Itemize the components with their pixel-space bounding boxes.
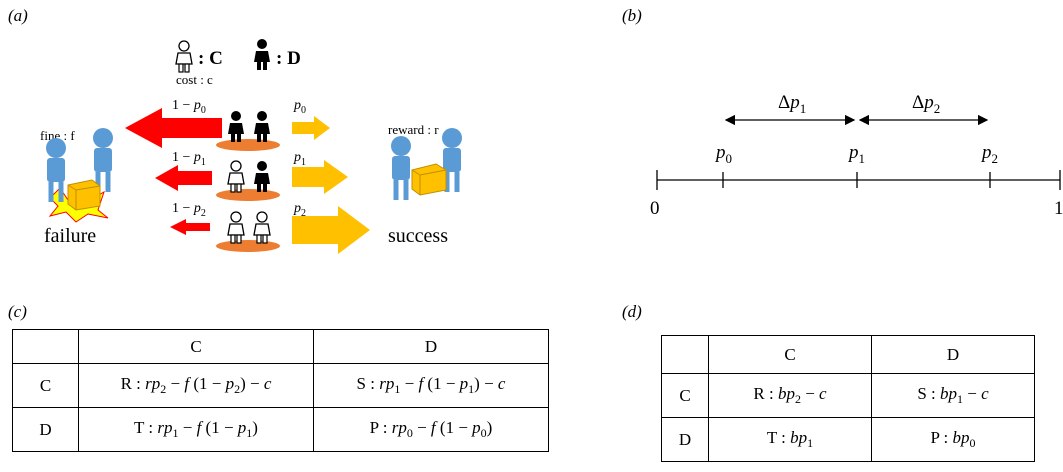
success-prob-2: p2 — [293, 201, 306, 219]
table-c-row-label-d: D — [12, 407, 79, 452]
tick-label-p1: p1 — [847, 142, 865, 166]
success-label: success — [388, 225, 448, 247]
failure-group-icon — [46, 128, 113, 223]
group-cc-icon — [216, 211, 280, 252]
panel-label-c: (c) — [8, 302, 27, 321]
table-d-cell-s: S : bp1 − c — [871, 373, 1035, 418]
table-c-row-label-c: C — [12, 363, 79, 408]
table-d-cell-p: P : bp0 — [871, 417, 1035, 462]
panel-a-diagram: : C : D cost : c fine : f failure 1 − p0… — [40, 39, 600, 254]
table-d-cell-r: R : bp2 − c — [708, 373, 872, 418]
panel-label-b: (b) — [622, 6, 642, 25]
legend-defector-icon — [254, 39, 270, 70]
table-d-header-d: D — [871, 335, 1035, 374]
panel-label-a: (a) — [8, 6, 28, 25]
legend-cooperator-icon — [175, 40, 193, 73]
legend-c-label: : C — [198, 48, 223, 69]
table-c-cell-r: R : rp2 − f (1 − p2) − c — [78, 363, 314, 408]
tick-label-p2: p2 — [980, 142, 998, 166]
table-c-cell-t: T : rp1 − f (1 − p1) — [78, 407, 314, 452]
panel-label-d: (d) — [622, 302, 642, 321]
fail-arrow-0 — [125, 108, 222, 148]
fail-prob-1: 1 − p1 — [172, 150, 206, 168]
fail-prob-2: 1 − p2 — [172, 201, 206, 219]
success-arrow-1 — [292, 160, 348, 194]
cost-label: cost : c — [176, 72, 213, 87]
payoff-table-d: C D C R : bp2 − c S : bp1 − c D T : bp1 … — [661, 335, 1035, 462]
delta-label-2: Δp2 — [912, 92, 940, 116]
failure-label: failure — [44, 225, 96, 247]
panel-b-number-line: 0 1 p0 p1 p2 Δp1 Δp2 — [650, 92, 1063, 219]
fail-prob-0: 1 − p0 — [172, 98, 206, 116]
reward-label: reward : r — [388, 122, 439, 137]
legend-d-label: : D — [276, 48, 301, 69]
success-prob-0: p0 — [293, 98, 306, 116]
table-d-row-label-d: D — [661, 417, 709, 462]
success-group-icon — [391, 128, 462, 200]
table-d-cell-t: T : bp1 — [708, 417, 872, 462]
payoff-table-c: C D C R : rp2 − f (1 − p2) − c S : rp1 −… — [12, 329, 549, 452]
table-c-header-d: D — [313, 329, 549, 364]
table-c-header-c: C — [78, 329, 314, 364]
table-c-cell-s: S : rp1 − f (1 − p1) − c — [313, 363, 549, 408]
success-arrow-0 — [292, 116, 330, 140]
end-label-one: 1 — [1054, 198, 1063, 219]
delta-label-1: Δp1 — [778, 92, 806, 116]
fine-label: fine : f — [40, 128, 75, 143]
tick-label-p0: p0 — [714, 142, 732, 166]
fail-arrow-1 — [155, 165, 212, 191]
table-d-row-label-c: C — [661, 373, 709, 418]
table-c-corner — [12, 329, 79, 364]
success-arrow-2 — [292, 206, 370, 254]
success-prob-1: p1 — [293, 150, 306, 168]
table-d-header-c: C — [708, 335, 872, 374]
group-cd-icon — [216, 160, 280, 201]
table-d-corner — [661, 335, 709, 374]
fail-arrow-2 — [170, 219, 210, 235]
group-dd-icon — [216, 111, 280, 151]
table-c-cell-p: P : rp0 − f (1 − p0) — [313, 407, 549, 452]
end-label-zero: 0 — [650, 198, 660, 219]
